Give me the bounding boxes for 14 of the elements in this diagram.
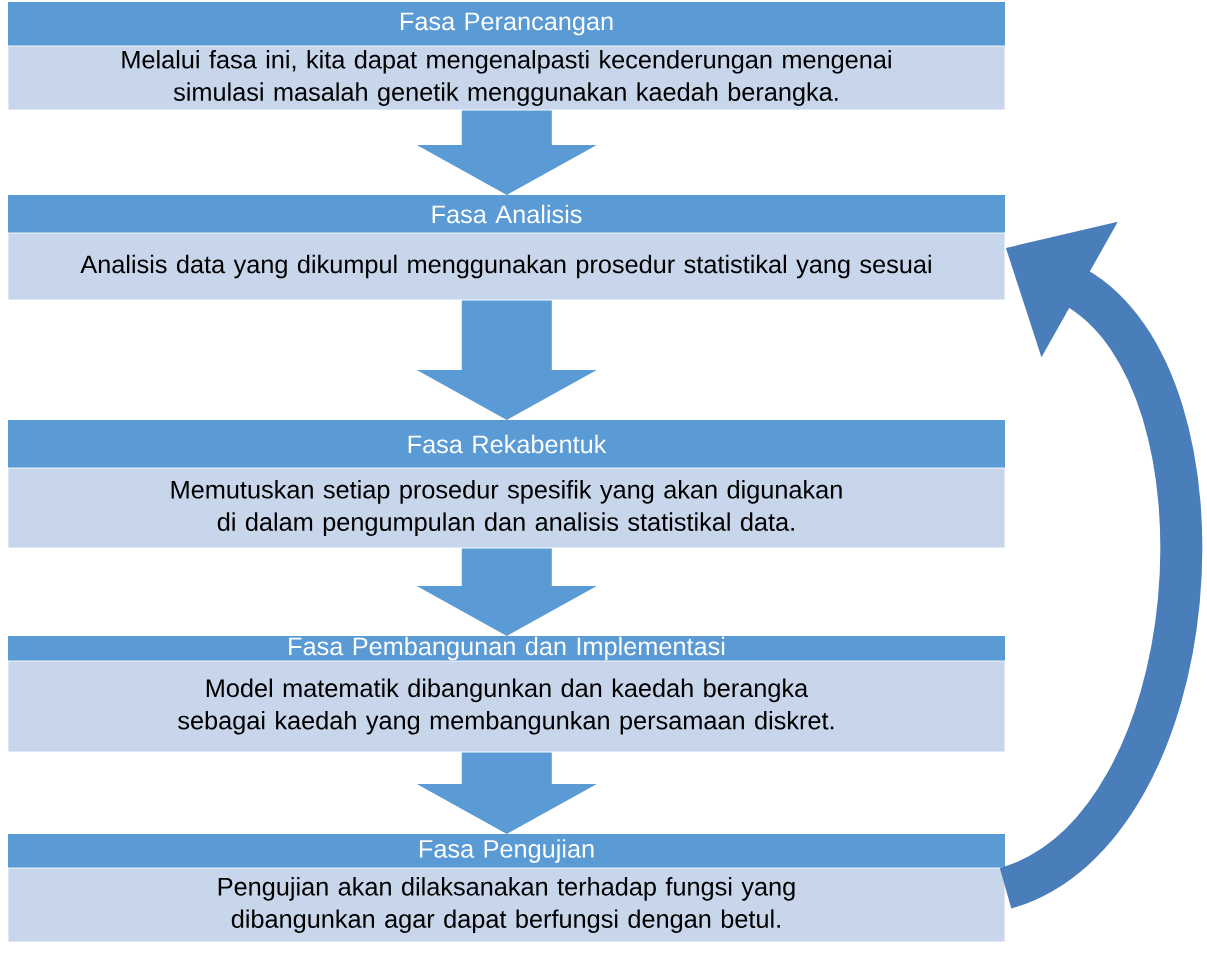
phase-header: Fasa Analisis: [8, 195, 1005, 233]
phase-header: Fasa Perancangan: [8, 2, 1005, 46]
phase-description: Melalui fasa ini, kita dapat mengenalpasti kecenderungan mengenai simulasi masalah genetik menggunakan kaedah berangka.: [7, 45, 1006, 111]
block-arrow: [416, 548, 597, 636]
block-arrow: [416, 752, 597, 834]
phase-description: Pengujian akan dilaksanakan terhadap fungsi yang dibangunkan agar dapat berfungsi dengan betul.: [7, 867, 1006, 943]
block-arrow: [416, 300, 597, 420]
phase-description: Model matematik dibangunkan dan kaedah berangka sebagai kaedah yang membangunkan persamaan diskret.: [7, 660, 1006, 753]
phase-header: Fasa Pengujian: [8, 834, 1005, 868]
block-arrow: [416, 110, 597, 195]
phase-description: Analisis data yang dikumpul menggunakan prosedur statistikal yang sesuai: [7, 232, 1006, 301]
phase-header: Fasa Rekabentuk: [8, 420, 1005, 468]
phase-description: Memutuskan setiap prosedur spesifik yang akan digunakan di dalam pengumpulan dan analisis statistikal data.: [7, 467, 1006, 549]
phase-header: Fasa Pembangunan dan Implementasi: [8, 636, 1005, 661]
